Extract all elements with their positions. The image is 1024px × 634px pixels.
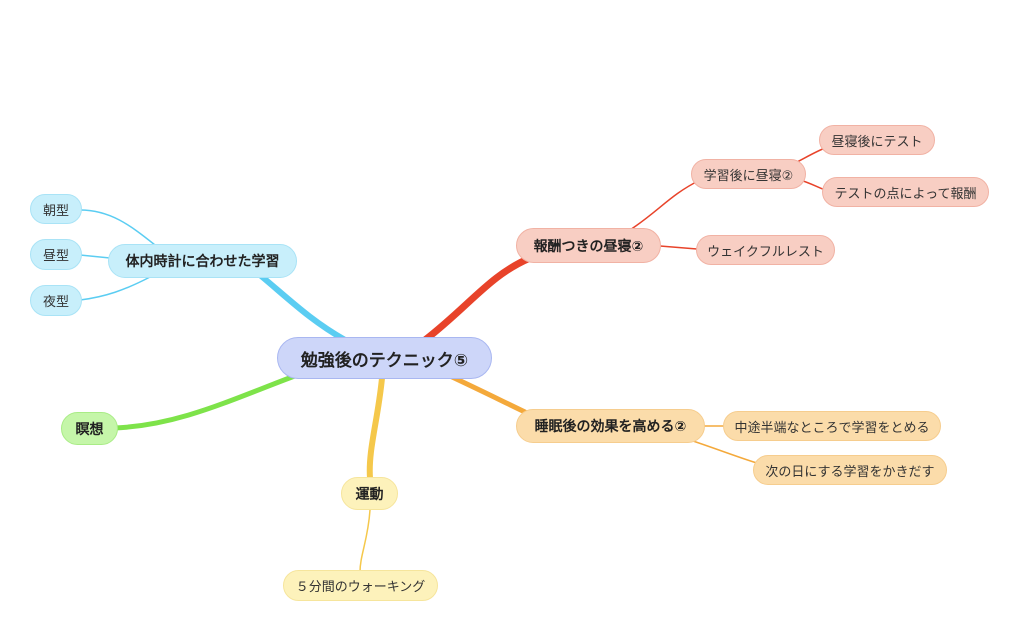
link-root-meditation: [112, 371, 303, 431]
node-label: 体内時計に合わせた学習: [125, 254, 280, 270]
node-label: 運動: [355, 486, 384, 503]
link-bodyclock-morning: [79, 209, 156, 246]
node-reward-by-score[interactable]: テストの点によって報酬: [822, 177, 989, 207]
node-walking[interactable]: ５分間のウォーキング: [283, 570, 438, 601]
node-after-study-nap[interactable]: 学習後に昼寝②: [691, 159, 806, 189]
node-sleep[interactable]: 睡眠後の効果を高める②: [516, 409, 705, 443]
link-root-nap: [421, 254, 534, 344]
root-node[interactable]: 勉強後のテクニック⑤: [277, 337, 492, 379]
node-wakeful-rest[interactable]: ウェイクフルレスト: [696, 235, 835, 265]
link-root-exercise: [366, 375, 385, 481]
node-label: 睡眠後の効果を高める②: [534, 419, 687, 435]
node-noon-type[interactable]: 昼型: [30, 239, 82, 270]
link-nap-wakeful: [659, 245, 698, 250]
link-sleep-write: [689, 439, 761, 465]
link-root-bodyclock: [257, 272, 348, 343]
node-stop-midway[interactable]: 中途半端なところで学習をとめる: [723, 411, 941, 441]
node-label: 昼寝後にテスト: [831, 134, 923, 150]
link-root-sleep: [447, 373, 528, 415]
node-label: 朝型: [42, 203, 69, 219]
node-label: ウェイクフルレスト: [707, 244, 824, 260]
link-bodyclock-noon: [79, 254, 111, 259]
node-morning-type[interactable]: 朝型: [30, 194, 82, 224]
node-body-clock[interactable]: 体内時計に合わせた学習: [108, 244, 297, 278]
link-bodyclock-night: [79, 276, 151, 301]
node-label: 学習後に昼寝②: [703, 168, 794, 184]
node-exercise[interactable]: 運動: [341, 477, 398, 510]
node-label: 次の日にする学習をかきだす: [765, 464, 935, 480]
node-label: ５分間のウォーキング: [295, 580, 426, 595]
link-nap-after-study: [629, 179, 701, 231]
node-write-next-day[interactable]: 次の日にする学習をかきだす: [753, 455, 947, 485]
node-label: 夜型: [42, 295, 69, 310]
node-label: 報酬つきの昼寝②: [533, 238, 644, 255]
node-nap[interactable]: 報酬つきの昼寝②: [516, 228, 661, 263]
node-meditation[interactable]: 瞑想: [61, 412, 118, 445]
link-exercise-walking: [359, 509, 371, 573]
node-label: テストの点によって報酬: [834, 186, 977, 202]
node-label: 中途半端なところで学習をとめる: [734, 420, 930, 436]
node-test-after-nap[interactable]: 昼寝後にテスト: [819, 125, 935, 155]
node-night-type[interactable]: 夜型: [30, 285, 82, 316]
node-label: 昼型: [42, 249, 69, 264]
root-label: 勉強後のテクニック⑤: [300, 350, 469, 371]
node-label: 瞑想: [75, 421, 104, 438]
